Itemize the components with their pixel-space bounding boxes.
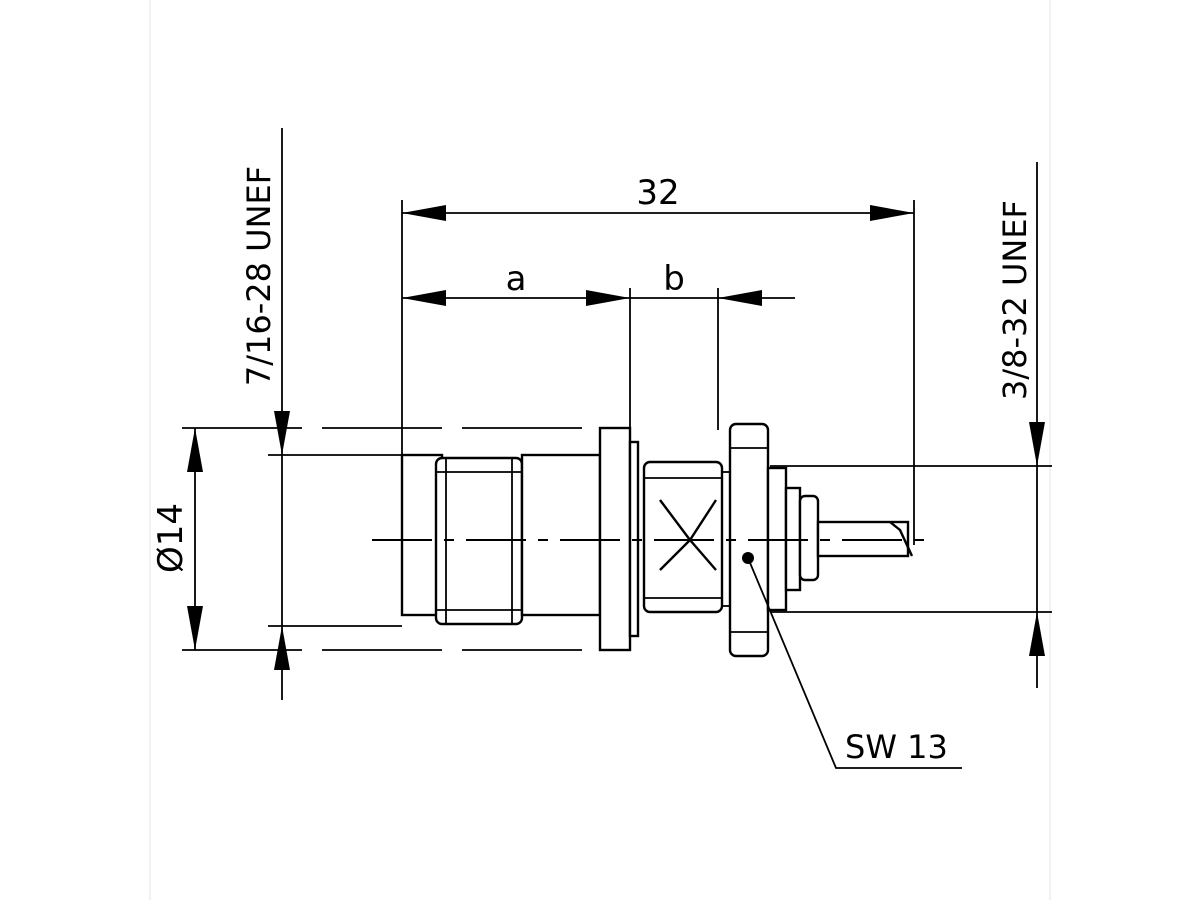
wrench-size-leader — [742, 552, 962, 769]
dimension-32-label: 32 — [636, 173, 679, 213]
dimension-a — [402, 290, 630, 306]
dimension-diameter-label: Ø14 — [151, 503, 191, 573]
wrench-size-label: SW 13 — [845, 728, 948, 766]
dimension-a-label: a — [506, 259, 527, 299]
hex-body — [642, 460, 724, 614]
extension-lines — [182, 200, 1052, 651]
dimension-b-label: b — [663, 259, 685, 299]
dimension-left-thread — [274, 128, 290, 700]
dimension-32 — [402, 205, 914, 221]
dimension-diameter — [187, 428, 203, 650]
right-thread-label: 3/8-32 UNEF — [996, 200, 1034, 400]
dimension-b — [630, 290, 795, 306]
left-thread-label: 7/16-28 UNEF — [240, 166, 278, 386]
dimension-right-thread — [1029, 162, 1045, 688]
